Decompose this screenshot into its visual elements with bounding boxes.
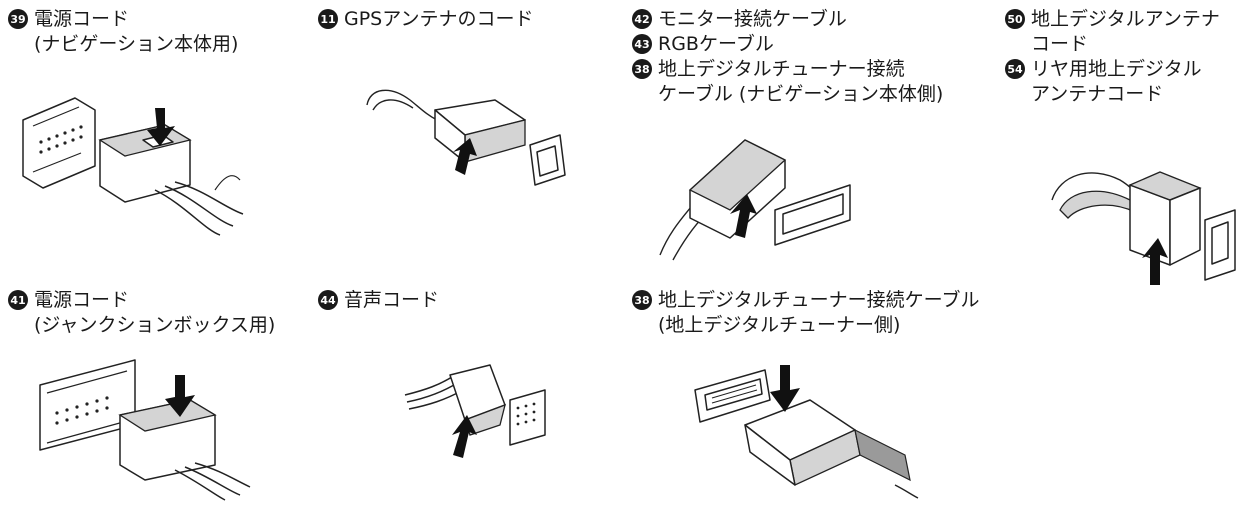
label-39-power-cord-navi: 39 電源コード (ナビゲーション本体用) <box>8 7 238 57</box>
label-text: RGBケーブル <box>658 33 774 55</box>
number-badge: 38 <box>632 59 652 79</box>
label-text: GPSアンテナのコード <box>344 8 534 30</box>
label-text-cont: (ナビゲーション本体用) <box>34 33 239 55</box>
power-cord-navi-connector <box>22 97 244 236</box>
label-text: 音声コード <box>344 289 440 311</box>
label-text: 電源コード <box>34 289 130 311</box>
label-text: モニター接続ケーブル <box>658 8 847 30</box>
monitor-cable-connector <box>659 139 851 261</box>
label-group-antenna-cords: 50 地上デジタルアンテナ コード 54 リヤ用地上デジタル アンテナコード <box>1005 7 1220 107</box>
label-text: 地上デジタルアンテナ <box>1031 8 1220 30</box>
audio-cord-connector <box>404 364 546 458</box>
label-11-gps-cord: 11 GPSアンテナのコード <box>318 7 533 32</box>
label-text-cont: (地上デジタルチューナー側) <box>658 314 901 336</box>
number-badge: 11 <box>318 9 338 29</box>
label-44-audio-cord: 44 音声コード <box>318 288 439 313</box>
number-badge: 42 <box>632 9 652 29</box>
label-text: リヤ用地上デジタル <box>1031 58 1202 80</box>
label-text-cont: コード <box>1031 33 1089 55</box>
label-text: 地上デジタルチューナー接続 <box>658 58 905 80</box>
number-badge: 44 <box>318 290 338 310</box>
tuner-cable-connector <box>694 365 919 499</box>
label-text-cont: アンテナコード <box>1031 83 1164 105</box>
label-text-cont: ケーブル (ナビゲーション本体側) <box>658 83 944 105</box>
number-badge: 50 <box>1005 9 1025 29</box>
number-badge: 43 <box>632 34 652 54</box>
label-text: 地上デジタルチューナー接続ケーブル <box>658 289 980 311</box>
label-38-tuner-cable-tuner-side: 38 地上デジタルチューナー接続ケーブル (地上デジタルチューナー側) <box>632 288 979 338</box>
number-badge: 38 <box>632 290 652 310</box>
gps-antenna-cord-connector <box>366 89 566 186</box>
label-group-monitor-cables: 42 モニター接続ケーブル 43 RGBケーブル 38 地上デジタルチューナー接続 ケ… <box>632 7 943 107</box>
number-badge: 54 <box>1005 59 1025 79</box>
number-badge: 39 <box>8 9 28 29</box>
digital-antenna-cord-connector <box>1051 171 1236 285</box>
label-text-cont: (ジャンクションボックス用) <box>34 314 276 336</box>
number-badge: 41 <box>8 290 28 310</box>
power-cord-junction-connector <box>39 359 251 501</box>
label-41-power-cord-junction: 41 電源コード (ジャンクションボックス用) <box>8 288 275 338</box>
label-text: 電源コード <box>34 8 130 30</box>
